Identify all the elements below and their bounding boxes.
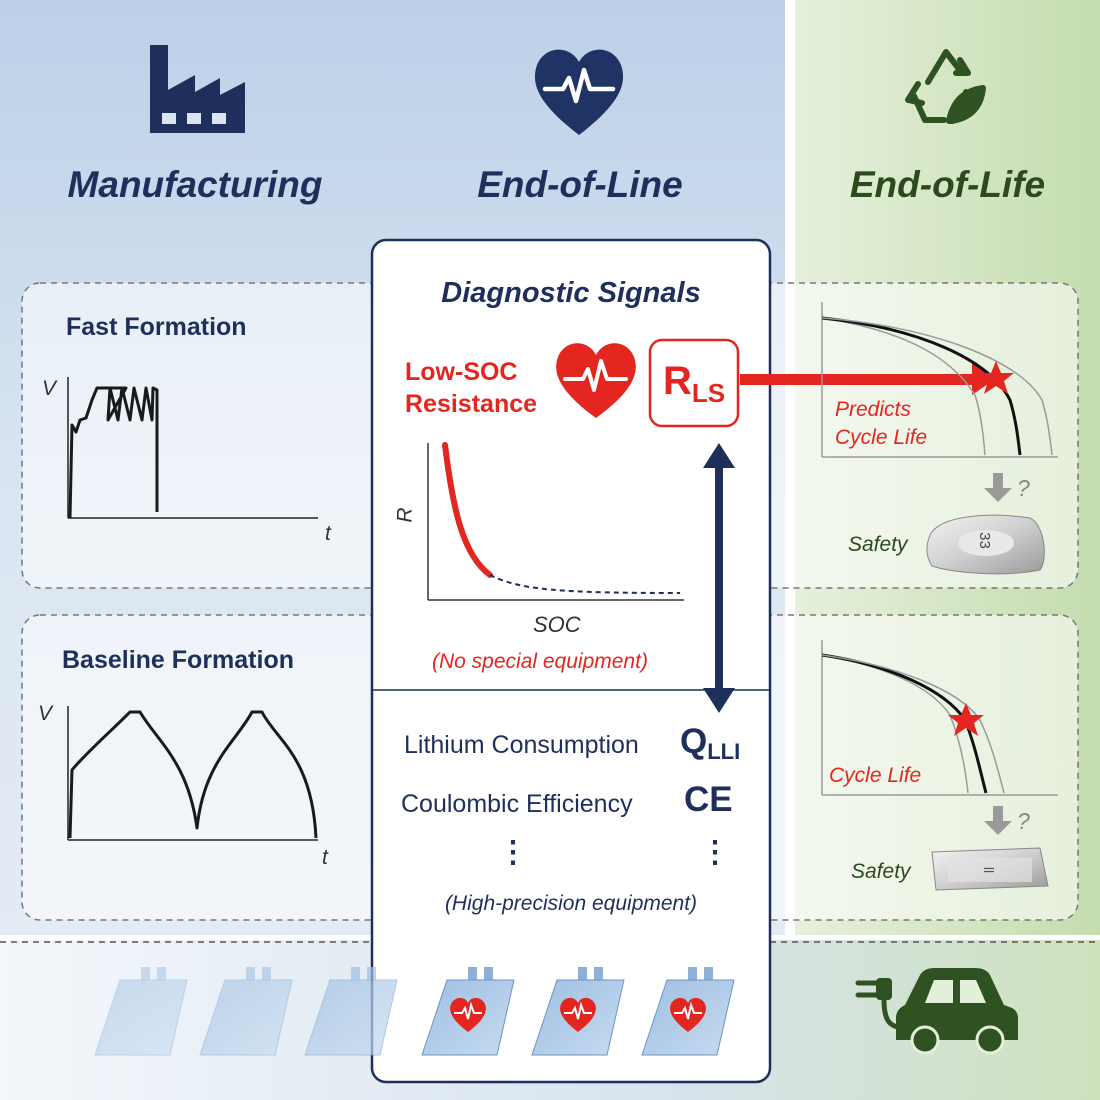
down-arrow-top xyxy=(984,473,1012,502)
fast-formation-xlabel: t xyxy=(325,522,331,545)
ce-label: CE xyxy=(684,780,733,819)
rls-box xyxy=(648,338,740,428)
baseline-formation-ylabel: V xyxy=(38,702,53,725)
battery-pouch-1 xyxy=(94,967,188,1056)
rls-main: R xyxy=(662,359,692,403)
qlli-sub: LLI xyxy=(707,739,741,764)
baseline-formation-plot xyxy=(67,706,318,841)
dots-right: ⋮ xyxy=(700,836,730,869)
pouch-mark-top: 33 xyxy=(975,532,993,549)
resistance-label: Resistance xyxy=(405,390,538,418)
cycle-life-plot-bottom xyxy=(821,640,1058,796)
battery-pouch-3 xyxy=(304,967,398,1056)
pouch-mark-bottom: ll xyxy=(981,866,998,874)
double-arrow xyxy=(703,443,735,713)
fast-formation-plot xyxy=(67,377,318,519)
heart-ecg-icon xyxy=(534,49,624,135)
fast-formation-title: Fast Formation xyxy=(66,313,247,341)
header-end-of-life: End-of-Life xyxy=(849,164,1046,205)
baseline-formation-title: Baseline Formation xyxy=(62,646,294,674)
recycle-leaf-icon xyxy=(905,49,986,124)
pouch-cell-swollen xyxy=(926,514,1045,575)
header-end-of-line: End-of-Line xyxy=(477,164,683,205)
resistance-plot-xlabel: SOC xyxy=(533,612,581,637)
rls-sub: LS xyxy=(691,378,726,408)
rls-label: RLS xyxy=(650,361,738,413)
lithium-consumption-label: Lithium Consumption xyxy=(404,731,639,759)
question-bottom: ? xyxy=(1017,808,1030,834)
predicts-label: Predicts xyxy=(835,398,911,421)
resistance-plot-ylabel: R xyxy=(393,507,417,523)
battery-pouch-6 xyxy=(641,967,735,1056)
high-precision-label: (High-precision equipment) xyxy=(444,892,698,915)
diagnostic-signals-title: Diagnostic Signals xyxy=(441,277,701,309)
fast-formation-ylabel: V xyxy=(42,377,57,400)
factory-icon xyxy=(150,45,245,133)
safety-top-label: Safety xyxy=(848,533,908,556)
electric-car-icon xyxy=(855,968,1018,1055)
battery-pouch-2 xyxy=(199,967,293,1056)
header-manufacturing: Manufacturing xyxy=(67,164,323,205)
no-special-equipment-label: (No special equipment) xyxy=(432,650,648,673)
star-marker-bottom xyxy=(948,703,984,736)
coulombic-efficiency-label: Coulombic Efficiency xyxy=(401,790,633,818)
battery-pouch-5 xyxy=(531,967,625,1056)
dots-left: ⋮ xyxy=(498,836,528,869)
baseline-formation-xlabel: t xyxy=(322,846,328,869)
safety-bottom-label: Safety xyxy=(851,860,911,883)
heart-ecg-red-icon xyxy=(556,343,636,418)
down-arrow-bottom xyxy=(984,806,1012,835)
resistance-soc-plot xyxy=(427,442,684,601)
predict-arrow xyxy=(740,363,995,395)
cycle-life-top-label: Cycle Life xyxy=(835,426,928,449)
battery-pouch-4 xyxy=(421,967,515,1056)
qlli-main: Q xyxy=(680,722,708,761)
low-soc-label: Low-SOC xyxy=(405,358,518,386)
diagnostic-signals-panel xyxy=(370,238,772,1084)
question-top: ? xyxy=(1017,475,1030,501)
star-marker-top xyxy=(978,361,1014,394)
qlli-label: QLLI xyxy=(680,722,740,765)
cycle-life-bottom-label: Cycle Life xyxy=(829,764,922,787)
pouch-cell-flat xyxy=(931,847,1049,891)
